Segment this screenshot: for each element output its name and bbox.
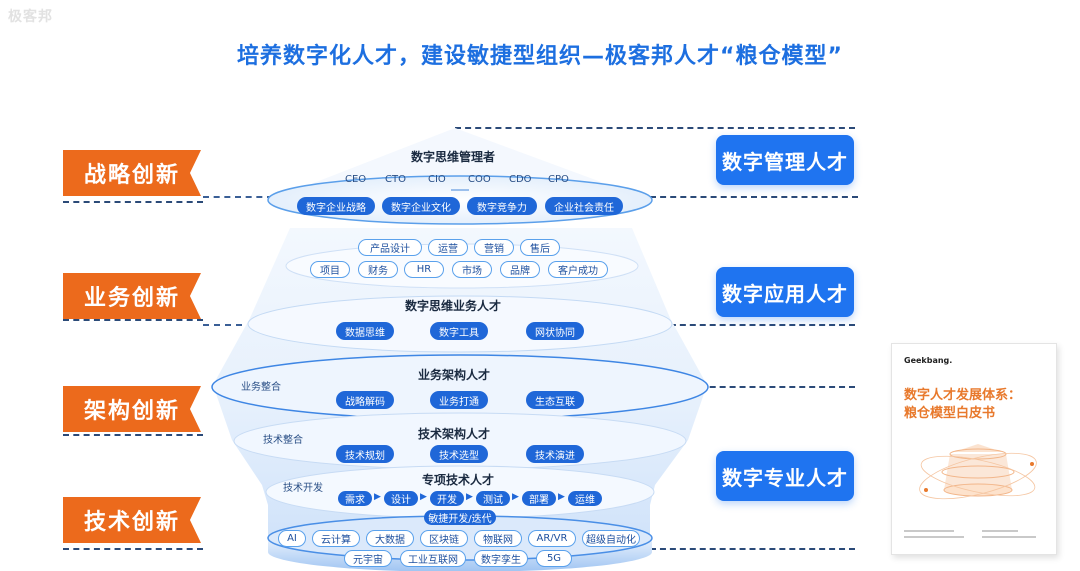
box-digital-application-talent: 数字应用人才 (716, 267, 854, 317)
role-cio: CIO (428, 174, 446, 185)
opill-cloud-computing: 云计算 (312, 530, 360, 547)
tag-business-innovation: 业务创新 (63, 273, 201, 319)
flow-step-develop: 开发 (430, 491, 464, 506)
pill-agile-iteration: 敏捷开发/迭代 (424, 510, 496, 525)
guide-line (650, 196, 858, 198)
flow-step-design: 设计 (384, 491, 418, 506)
opill-ai: AI (278, 530, 306, 547)
pill-social-responsibility: 企业社会责任 (545, 197, 623, 215)
guide-line (63, 548, 203, 550)
arch-business-disk (211, 354, 709, 420)
opill-digital-twin: 数字孪生 (474, 550, 528, 567)
arch-tech-heading: 技术架构人才 (418, 427, 491, 441)
flow-arrow-icon: ▶ (512, 492, 519, 502)
guide-line (63, 201, 203, 203)
pill-strategy-decode: 战略解码 (336, 391, 394, 409)
guide-line (203, 324, 253, 326)
pill-network-collaboration: 网状协同 (526, 322, 584, 340)
opill-after-sales: 售后 (520, 239, 560, 256)
opill-hr: HR (404, 261, 444, 278)
guide-line (650, 324, 855, 326)
guide-line (203, 196, 273, 198)
opill-finance: 财务 (358, 261, 398, 278)
opill-blockchain: 区块链 (420, 530, 468, 547)
book-title-line1: 数字人才发展体系： (904, 388, 1022, 403)
opill-brand: 品牌 (500, 261, 540, 278)
book-logo: Geekbang. (904, 356, 953, 365)
flow-step-operations: 运维 (568, 491, 602, 506)
pill-tech-evolution: 技术演进 (526, 445, 584, 463)
pill-digital-competitiveness: 数字竞争力 (467, 197, 537, 215)
pill-business-connect: 业务打通 (430, 391, 488, 409)
pill-tech-planning: 技术规划 (336, 445, 394, 463)
tag-architecture-innovation: 架构创新 (63, 386, 201, 432)
flow-arrow-icon: ▶ (466, 492, 473, 502)
opill-product-design: 产品设计 (358, 239, 422, 256)
label-business-integration: 业务整合 (241, 382, 281, 393)
opill-customer-success: 客户成功 (548, 261, 608, 278)
tag-technology-innovation: 技术创新 (63, 497, 201, 543)
flow-arrow-icon: ▶ (374, 492, 381, 502)
book-title-line2: 粮仓模型白皮书 (904, 406, 996, 421)
pill-tech-selection: 技术选型 (430, 445, 488, 463)
business-heading: 数字思维业务人才 (405, 299, 502, 313)
role-coo: COO (468, 174, 491, 185)
opill-big-data: 大数据 (366, 530, 414, 547)
box-digital-management-talent: 数字管理人才 (716, 135, 854, 185)
opill-project: 项目 (310, 261, 350, 278)
page-title: 培养数字化人才，建设敏捷型组织—极客邦人才“粮仓模型” (237, 44, 843, 69)
pill-ecosystem-interconnect: 生态互联 (526, 391, 584, 409)
arch-business-heading: 业务架构人才 (418, 368, 491, 382)
label-tech-integration: 技术整合 (263, 435, 303, 446)
label-tech-development: 技术开发 (283, 483, 323, 494)
special-tech-heading: 专项技术人才 (422, 473, 495, 487)
flow-step-test: 测试 (476, 491, 510, 506)
opill-iot: 物联网 (474, 530, 522, 547)
guide-line (455, 127, 855, 129)
role-cpo: CPO (548, 174, 569, 185)
whitepaper-cover: Geekbang. 数字人才发展体系： 粮仓模型白皮书 (891, 343, 1057, 555)
pill-digital-culture: 数字企业文化 (382, 197, 460, 215)
guide-line (650, 386, 855, 388)
guide-line (63, 319, 203, 321)
flow-step-requirements: 需求 (338, 491, 372, 506)
opill-market: 市场 (452, 261, 492, 278)
role-cto: CTO (385, 174, 406, 185)
flow-step-deploy: 部署 (522, 491, 556, 506)
role-cdo: CDO (509, 174, 532, 185)
flow-arrow-icon: ▶ (420, 492, 427, 502)
pill-data-thinking: 数据思维 (336, 322, 394, 340)
box-digital-professional-talent: 数字专业人才 (716, 451, 854, 501)
opill-marketing: 营销 (474, 239, 514, 256)
book-footer (904, 530, 1044, 544)
opill-industrial-internet: 工业互联网 (400, 550, 466, 567)
watermark-logo: 极客邦 (8, 9, 53, 25)
opill-metaverse: 元宇宙 (344, 550, 392, 567)
role-ceo: CEO (345, 174, 367, 185)
guide-line (63, 434, 203, 436)
pill-digital-tools: 数字工具 (430, 322, 488, 340)
pill-digital-strategy: 数字企业战略 (297, 197, 375, 215)
opill-hyper-automation: 超级自动化 (582, 530, 640, 547)
guide-line (650, 548, 855, 550)
opill-5g: 5G (536, 550, 572, 567)
manager-heading: 数字思维管理者 (411, 150, 496, 164)
flow-arrow-icon: ▶ (558, 492, 565, 502)
opill-ar-vr: AR/VR (528, 530, 576, 547)
book-granary-illustration (919, 444, 1037, 500)
connector-mark (451, 189, 469, 191)
tag-strategy-innovation: 战略创新 (63, 150, 201, 196)
opill-operations: 运营 (428, 239, 468, 256)
